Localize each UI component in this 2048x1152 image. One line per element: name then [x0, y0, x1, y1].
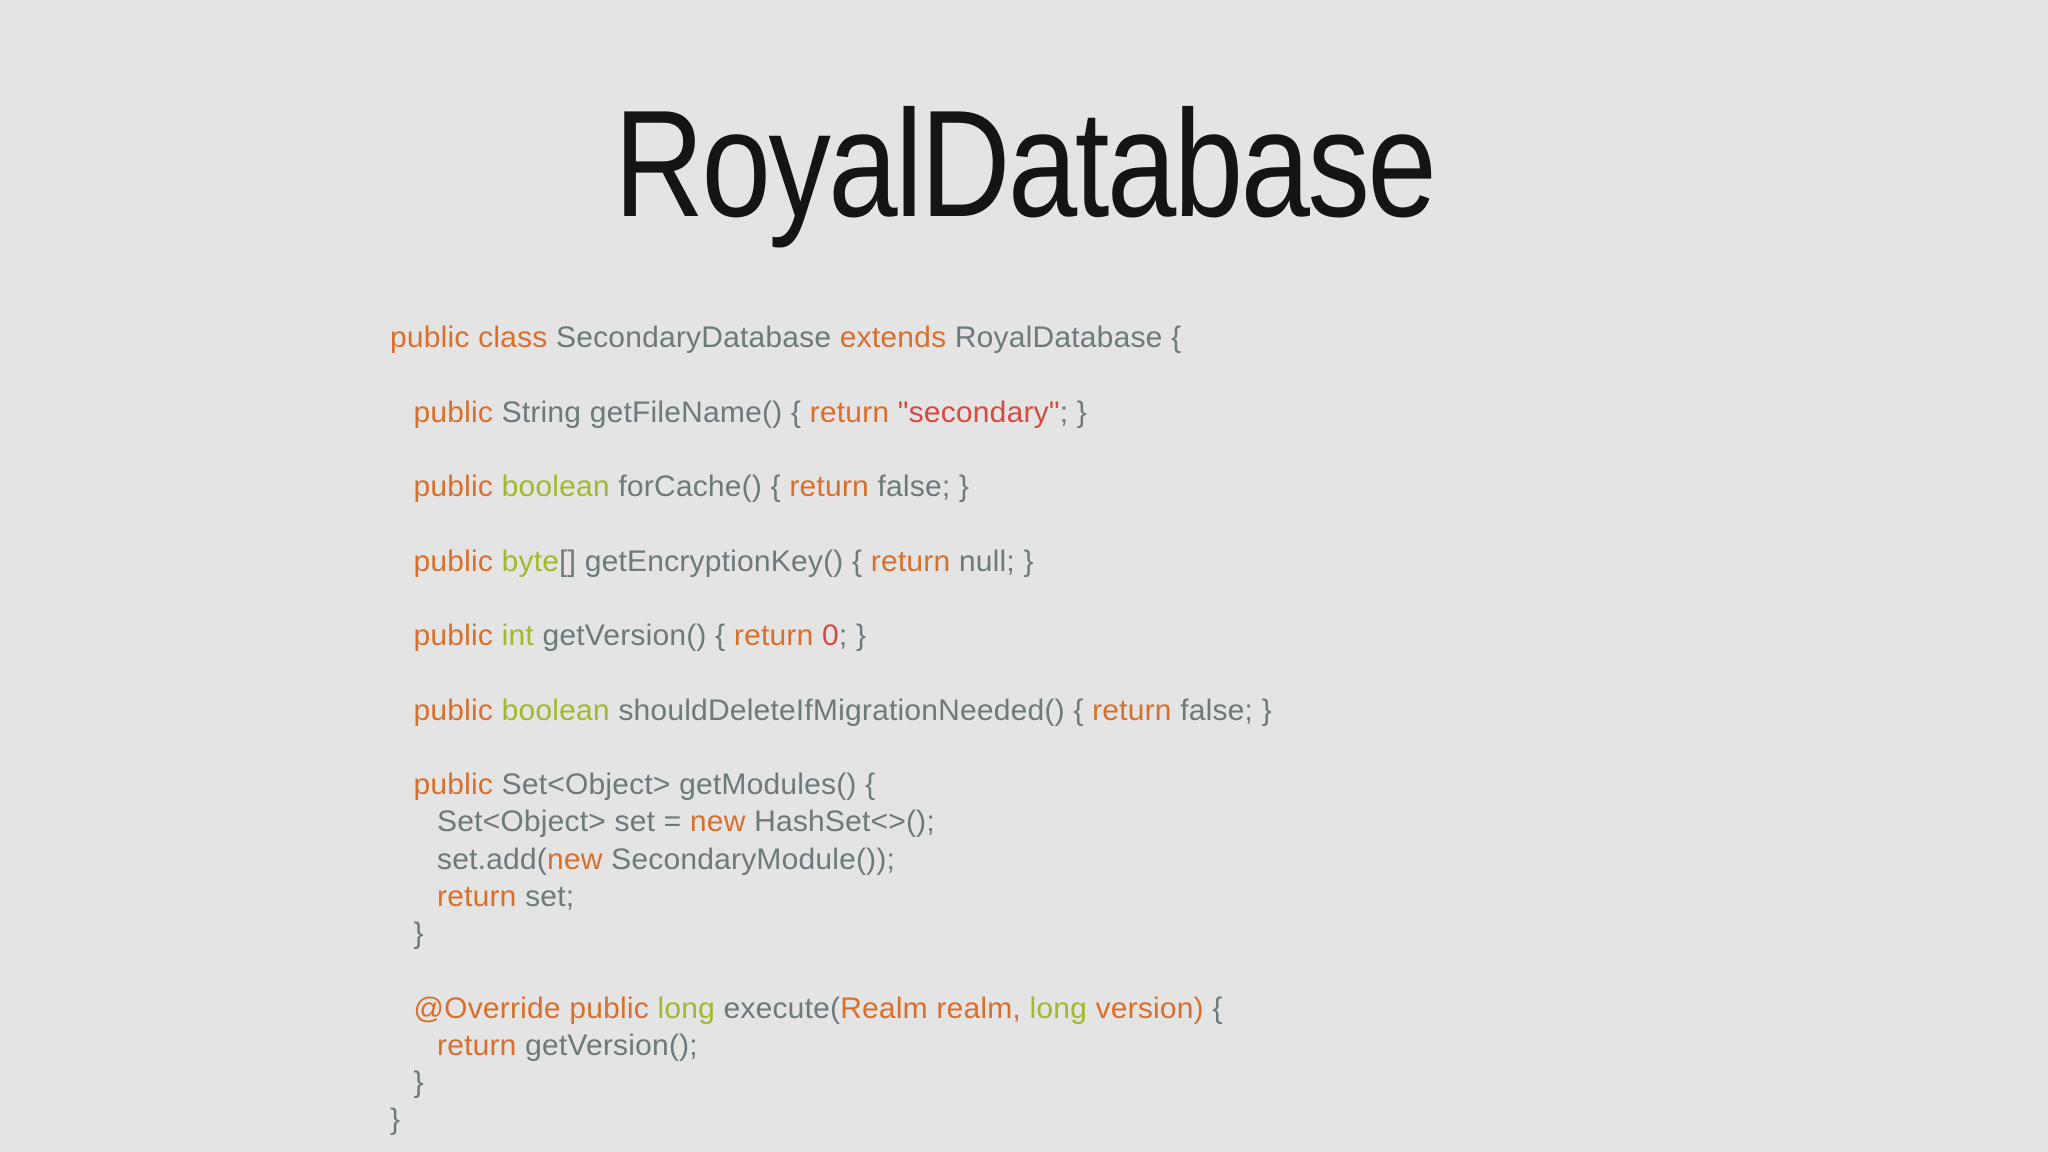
code-token: }: [413, 1066, 424, 1099]
code-token: return: [809, 395, 898, 429]
code-line: }: [390, 915, 1272, 952]
code-line: public class SecondaryDatabase extends R…: [390, 319, 1272, 356]
code-line: public boolean shouldDeleteIfMigrationNe…: [390, 692, 1272, 729]
code-token: extends: [839, 321, 955, 354]
code-token: ; }: [1059, 395, 1087, 429]
code-token: new: [547, 842, 612, 876]
code-token: false; }: [1180, 693, 1272, 727]
code-token: RoyalDatabase {: [954, 321, 1182, 354]
code-token: @Override public: [413, 991, 658, 1025]
code-line: return getVersion();: [390, 1027, 1272, 1064]
code-token: public: [413, 693, 502, 727]
code-blank-line: [390, 505, 1272, 542]
code-line: return set;: [390, 878, 1272, 915]
code-line: public byte[] getEncryptionKey() { retur…: [390, 543, 1272, 580]
code-token: SecondaryDatabase: [556, 321, 840, 354]
code-token: String getFileName() {: [501, 395, 810, 429]
code-line: public int getVersion() { return 0; }: [390, 617, 1272, 654]
code-token: return: [437, 879, 526, 913]
code-token: boolean: [501, 693, 619, 727]
code-token: null; }: [958, 544, 1034, 578]
code-line: @Override public long execute(Realm real…: [390, 990, 1272, 1027]
code-blank-line: [390, 654, 1272, 691]
code-token: forCache() {: [618, 470, 790, 503]
slide-title: RoyalDatabase: [613, 79, 1437, 249]
code-token: getVersion() {: [542, 619, 734, 652]
code-token: }: [413, 917, 424, 950]
code-token: ; }: [838, 619, 867, 652]
code-token: shouldDeleteIfMigrationNeeded() {: [618, 693, 1093, 727]
code-token: SecondaryModule());: [611, 842, 896, 876]
code-token: public: [413, 470, 502, 503]
code-token: return: [870, 544, 959, 578]
code-token: [] getEncryptionKey() {: [559, 544, 871, 578]
code-blank-line: [390, 431, 1272, 468]
code-token: "secondary": [897, 395, 1060, 429]
code-token: Set<Object> set =: [437, 805, 690, 839]
code-block: public class SecondaryDatabase extends R…: [390, 319, 1272, 1139]
code-line: public Set<Object> getModules() {: [390, 766, 1272, 803]
code-token: new: [689, 805, 755, 839]
code-token: }: [390, 1103, 401, 1137]
code-blank-line: [390, 580, 1272, 617]
code-line: set.add(new SecondaryModule());: [390, 841, 1272, 878]
code-token: execute(: [723, 991, 841, 1025]
code-token: Set<Object> getModules() {: [501, 768, 876, 801]
code-line: }: [390, 1064, 1272, 1101]
code-token: public: [413, 544, 502, 578]
code-blank-line: [390, 356, 1272, 393]
code-token: return: [1092, 693, 1181, 727]
code-token: false; }: [877, 470, 970, 503]
code-token: long: [657, 991, 724, 1025]
code-token: return: [789, 470, 878, 503]
code-token: getVersion();: [525, 1028, 698, 1062]
code-token: HashSet<>();: [754, 805, 935, 839]
code-token: byte: [501, 544, 560, 578]
code-token: public class: [390, 321, 557, 354]
code-token: {: [1203, 991, 1223, 1025]
code-token: int: [501, 619, 543, 652]
code-token: return: [437, 1028, 526, 1062]
code-token: set;: [525, 879, 575, 913]
code-line: }: [390, 1101, 1272, 1138]
code-token: public: [413, 619, 502, 652]
code-line: public String getFileName() { return "se…: [390, 394, 1272, 431]
code-line: public boolean forCache() { return false…: [390, 468, 1272, 505]
code-line: Set<Object> set = new HashSet<>();: [390, 803, 1272, 840]
title-container: RoyalDatabase: [0, 88, 2048, 240]
code-token: Realm realm,: [840, 991, 1030, 1025]
code-token: set.add(: [437, 842, 547, 876]
code-blank-line: [390, 952, 1272, 989]
code-blank-line: [390, 729, 1272, 766]
code-token: 0: [822, 619, 839, 652]
code-token: public: [413, 768, 502, 801]
code-token: version): [1095, 991, 1204, 1025]
code-token: public: [413, 395, 502, 429]
code-token: return: [733, 619, 822, 652]
code-token: long: [1029, 991, 1096, 1025]
code-token: boolean: [501, 470, 619, 503]
